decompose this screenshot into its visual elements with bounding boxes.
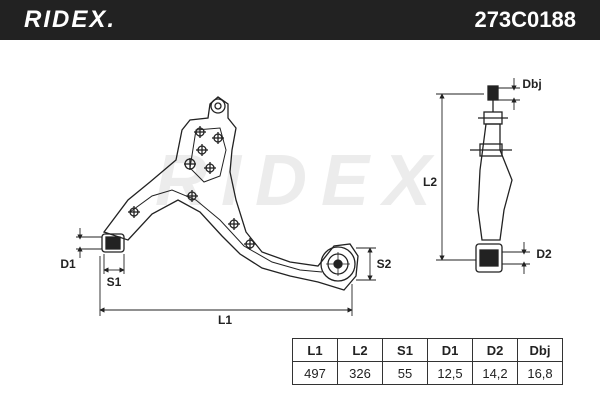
spec-header-d2: D2 bbox=[472, 338, 518, 362]
spec-table-header-row: L1 L2 S1 D1 D2 Dbj bbox=[292, 338, 563, 362]
spec-value-l1: 497 bbox=[292, 361, 338, 385]
spec-header-d1: D1 bbox=[427, 338, 473, 362]
dim-label-d1: D1 bbox=[60, 257, 76, 271]
spec-header-s1: S1 bbox=[382, 338, 428, 362]
control-arm-side-view bbox=[470, 85, 513, 273]
dim-label-s2: S2 bbox=[377, 257, 392, 271]
dim-label-dbj: Dbj bbox=[522, 77, 541, 91]
spec-value-l2: 326 bbox=[337, 361, 383, 385]
dimension-lines bbox=[76, 78, 530, 316]
spec-value-d1: 12,5 bbox=[427, 361, 473, 385]
control-arm-front-view bbox=[101, 96, 359, 291]
spec-value-d2: 14,2 bbox=[472, 361, 518, 385]
dim-label-s1: S1 bbox=[107, 275, 122, 289]
dim-label-l1: L1 bbox=[218, 313, 232, 327]
spec-header-l2: L2 bbox=[337, 338, 383, 362]
technical-drawing: RIDEX bbox=[60, 77, 552, 327]
spec-table-value-row: 497 326 55 12,5 14,2 16,8 bbox=[292, 361, 563, 385]
spec-header-l1: L1 bbox=[292, 338, 338, 362]
dim-label-d2: D2 bbox=[536, 247, 552, 261]
spec-table: L1 L2 S1 D1 D2 Dbj 497 326 55 12,5 14,2 … bbox=[292, 338, 563, 385]
header-bar: RIDEX. 273C0188 bbox=[0, 0, 600, 40]
dim-label-l2: L2 bbox=[423, 175, 437, 189]
spec-header-dbj: Dbj bbox=[517, 338, 563, 362]
spec-value-s1: 55 bbox=[382, 361, 428, 385]
part-number: 273C0188 bbox=[474, 7, 576, 32]
brand-logo: RIDEX. bbox=[24, 6, 117, 33]
spec-value-dbj: 16,8 bbox=[517, 361, 563, 385]
